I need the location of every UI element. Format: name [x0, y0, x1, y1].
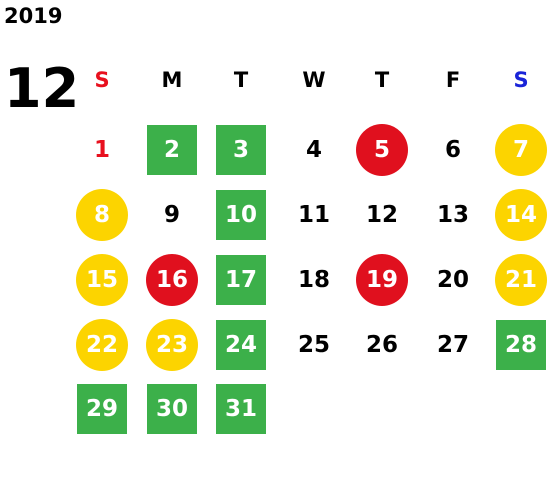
day-cell[interactable]: 1: [93, 137, 110, 163]
day-cell[interactable]: 31: [216, 384, 266, 434]
day-cell[interactable]: 13: [436, 202, 469, 228]
day-cell[interactable]: 2: [147, 125, 197, 175]
day-cell[interactable]: 21: [495, 254, 547, 306]
day-cell[interactable]: 20: [436, 267, 469, 293]
day-cell[interactable]: 16: [146, 254, 198, 306]
day-cell[interactable]: 28: [496, 320, 546, 370]
day-cell[interactable]: 30: [147, 384, 197, 434]
day-cell[interactable]: 19: [356, 254, 408, 306]
day-cell[interactable]: 7: [495, 124, 547, 176]
day-cell[interactable]: 27: [436, 332, 469, 358]
weekday-thursday: T: [374, 68, 390, 92]
day-cell[interactable]: 24: [216, 320, 266, 370]
day-cell[interactable]: 29: [77, 384, 127, 434]
day-cell[interactable]: 22: [76, 319, 128, 371]
day-cell[interactable]: 14: [495, 189, 547, 241]
month-label: 12: [4, 57, 80, 120]
day-cell[interactable]: 26: [365, 332, 398, 358]
day-cell[interactable]: 23: [146, 319, 198, 371]
weekday-monday: M: [161, 68, 183, 92]
day-cell[interactable]: 9: [163, 202, 180, 228]
day-cell[interactable]: 18: [297, 267, 330, 293]
year-label: 2019: [4, 4, 63, 28]
day-cell[interactable]: 8: [76, 189, 128, 241]
day-cell[interactable]: 3: [216, 125, 266, 175]
day-cell[interactable]: 25: [297, 332, 330, 358]
weekday-saturday: S: [513, 68, 529, 92]
day-cell[interactable]: 5: [356, 124, 408, 176]
day-cell[interactable]: 15: [76, 254, 128, 306]
day-cell[interactable]: 12: [365, 202, 398, 228]
day-cell[interactable]: 4: [305, 137, 322, 163]
weekday-tuesday: T: [233, 68, 249, 92]
weekday-sunday: S: [94, 68, 110, 92]
day-cell[interactable]: 17: [216, 255, 266, 305]
day-cell[interactable]: 10: [216, 190, 266, 240]
day-cell[interactable]: 6: [444, 137, 461, 163]
weekday-friday: F: [445, 68, 461, 92]
weekday-wednesday: W: [302, 68, 326, 92]
day-cell[interactable]: 11: [297, 202, 330, 228]
